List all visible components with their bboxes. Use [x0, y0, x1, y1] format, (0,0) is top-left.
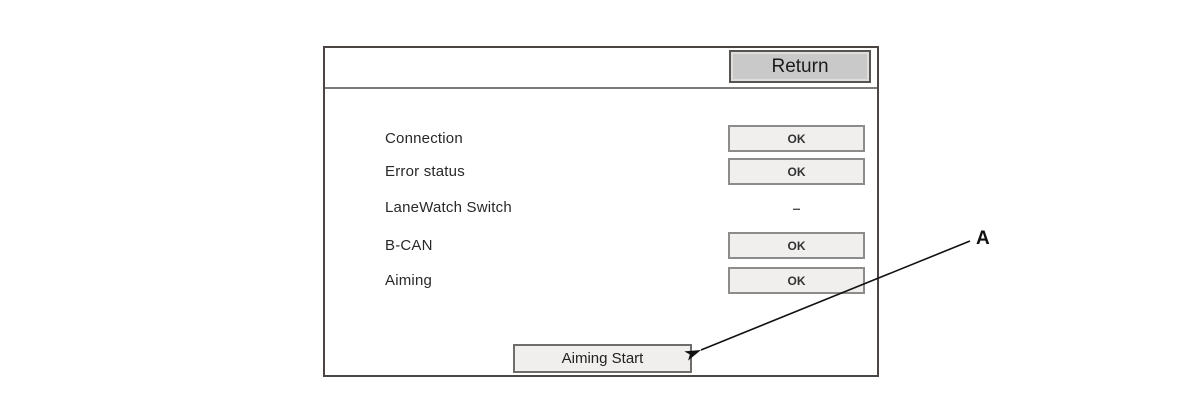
- status-value-box: OK: [728, 232, 865, 259]
- status-value-box: OK: [728, 267, 865, 294]
- aiming-start-button[interactable]: Aiming Start: [513, 344, 692, 373]
- status-row-lanewatch-switch: LaneWatch Switch –: [385, 194, 865, 221]
- panel-body: Connection OK Error status OK LaneWatch …: [325, 89, 877, 375]
- row-label: Aiming: [385, 272, 433, 289]
- callout-label-a: A: [976, 228, 990, 249]
- status-value-box: OK: [728, 158, 865, 185]
- row-label: Error status: [385, 163, 465, 180]
- status-row-error-status: Error status OK: [385, 158, 865, 185]
- row-label: B-CAN: [385, 237, 433, 254]
- lanewatch-diagnostic-panel: Return Connection OK Error status OK Lan…: [323, 46, 879, 377]
- row-label: LaneWatch Switch: [385, 199, 512, 216]
- status-row-connection: Connection OK: [385, 125, 865, 152]
- status-row-b-can: B-CAN OK: [385, 232, 865, 259]
- row-label: Connection: [385, 130, 463, 147]
- panel-header: Return: [325, 48, 877, 89]
- return-button[interactable]: Return: [729, 50, 871, 83]
- status-value-box: OK: [728, 125, 865, 152]
- status-row-aiming: Aiming OK: [385, 267, 865, 294]
- status-value-dash: –: [792, 199, 801, 216]
